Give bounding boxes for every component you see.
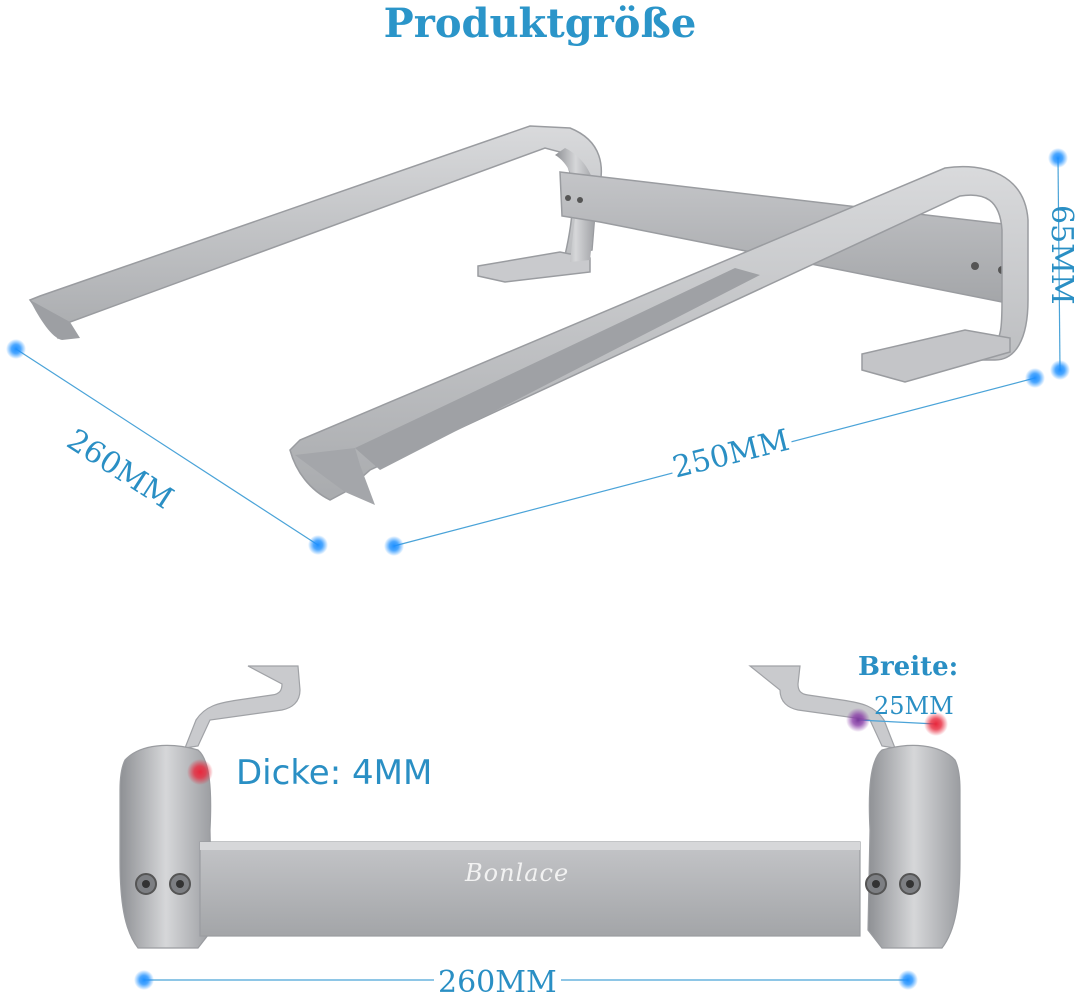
thickness-marker-dot bbox=[187, 759, 213, 785]
rail-width-value: 25MM bbox=[874, 692, 954, 720]
marker-dot bbox=[134, 970, 154, 990]
marker-dot bbox=[1048, 148, 1068, 168]
thickness-label: Dicke: 4MM bbox=[236, 753, 433, 793]
bottom-width-dimension-label: 260MM bbox=[434, 968, 561, 998]
height-dimension-label: 65MM bbox=[1044, 205, 1079, 305]
marker-dot bbox=[898, 970, 918, 990]
page-title: Produktgröße bbox=[383, 0, 697, 47]
marker-dot bbox=[1025, 368, 1045, 388]
dimension-lines-bottom bbox=[134, 708, 948, 990]
stand-front-illustration bbox=[119, 665, 961, 949]
marker-dot bbox=[1050, 360, 1070, 380]
marker-dot bbox=[308, 535, 328, 555]
brand-engraving: Bonlace bbox=[465, 859, 570, 887]
stand-perspective-illustration bbox=[28, 125, 1029, 505]
width-marker-dot bbox=[924, 712, 948, 736]
marker-dot bbox=[6, 339, 26, 359]
marker-dot bbox=[384, 536, 404, 556]
dimension-lines-top bbox=[6, 148, 1070, 556]
width-marker-dot bbox=[846, 708, 870, 732]
rail-width-label: Breite: bbox=[858, 652, 959, 682]
